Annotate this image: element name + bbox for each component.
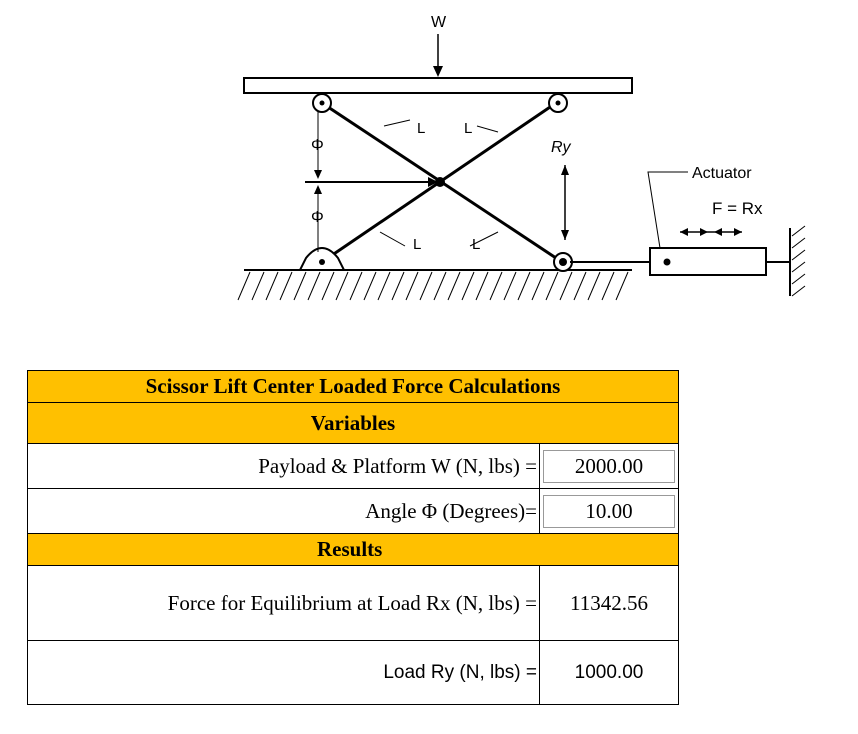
rx-row: Force for Equilibrium at Load Rx (N, lbs… <box>28 566 678 641</box>
phi-label-upper: Φ <box>311 137 324 154</box>
force-label: F = Rx <box>712 199 763 218</box>
angle-cell: 10.00 <box>540 489 678 533</box>
actuator-label: Actuator <box>692 165 752 182</box>
variables-header: Variables <box>28 403 678 444</box>
w-arrow-head <box>433 66 443 77</box>
payload-input[interactable]: 2000.00 <box>543 449 675 483</box>
center-pivot <box>435 177 445 187</box>
l-label-1: L <box>417 120 425 137</box>
ry-result-label: Load Ry (N, lbs) = <box>28 641 540 704</box>
calculator-title: Scissor Lift Center Loaded Force Calcula… <box>28 371 678 403</box>
angle-label: Angle Φ (Degrees)= <box>28 489 540 533</box>
rx-value: 11342.56 <box>570 590 648 615</box>
l-label-3: L <box>413 236 421 253</box>
payload-row: Payload & Platform W (N, lbs) = 2000.00 <box>28 444 678 489</box>
platform <box>243 77 633 94</box>
scissor-lift-diagram: W Φ Φ L L L L <box>237 14 806 301</box>
ground-hatching <box>237 271 629 301</box>
calculator-table: Scissor Lift Center Loaded Force Calcula… <box>27 370 679 705</box>
ry-row: Load Ry (N, lbs) = 1000.00 <box>28 641 678 704</box>
l-label-4: L <box>472 236 480 253</box>
wall-hatching <box>791 225 806 297</box>
angle-row: Angle Φ (Degrees)= 10.00 <box>28 489 678 534</box>
payload-label: Payload & Platform W (N, lbs) = <box>28 444 540 488</box>
angle-input[interactable]: 10.00 <box>543 494 675 528</box>
l-label-2: L <box>464 120 472 137</box>
w-label: W <box>431 14 447 31</box>
ry-label: Ry <box>551 139 572 156</box>
results-header: Results <box>28 534 678 566</box>
payload-cell: 2000.00 <box>540 444 678 488</box>
phi-label-lower: Φ <box>311 209 324 226</box>
ry-value: 1000.00 <box>574 661 644 683</box>
rx-label: Force for Equilibrium at Load Rx (N, lbs… <box>28 566 540 640</box>
